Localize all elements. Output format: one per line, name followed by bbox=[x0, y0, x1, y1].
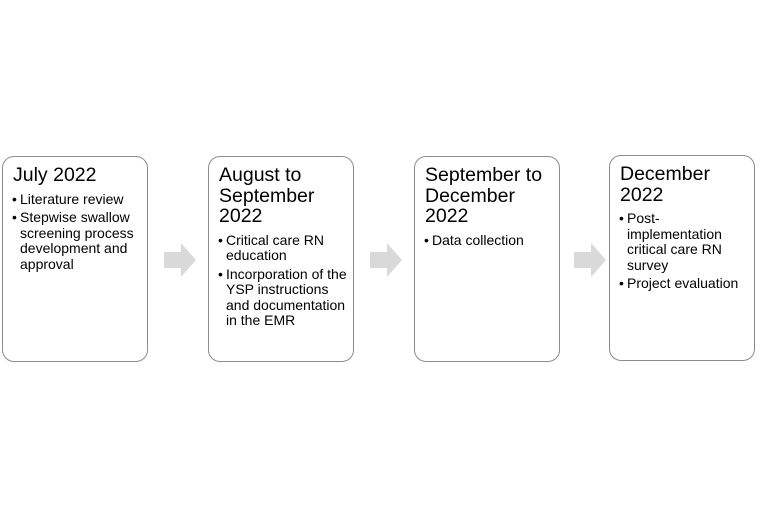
stage-1-item-2: Stepwise swallow screening process devel… bbox=[12, 209, 141, 272]
stage-list-1: Literature review Stepwise swallow scree… bbox=[12, 191, 141, 273]
right-arrow-icon bbox=[164, 243, 196, 277]
stage-2-item-1: Critical care RN education bbox=[218, 232, 347, 264]
stage-title-1: July 2022 bbox=[13, 164, 97, 186]
stage-3-item-1: Data collection bbox=[424, 232, 553, 249]
stage-box-3: September to December 2022 Data collecti… bbox=[414, 156, 560, 362]
stage-title-4: December 2022 bbox=[620, 163, 710, 206]
stage-list-4: Post-implementation critical care RN sur… bbox=[619, 210, 748, 292]
stage-4-item-1: Post-implementation critical care RN sur… bbox=[619, 210, 748, 273]
stage-1-item-1: Literature review bbox=[12, 191, 141, 208]
stage-2-item-2: Incorporation of the YSP instructions an… bbox=[218, 266, 347, 329]
stage-box-2: August to September 2022 Critical care R… bbox=[208, 156, 354, 362]
stage-4-item-2: Project evaluation bbox=[619, 275, 748, 292]
stage-title-3: September to December 2022 bbox=[425, 164, 543, 227]
stage-title-2: August to September 2022 bbox=[219, 164, 315, 227]
stage-box-1: July 2022 Literature review Stepwise swa… bbox=[2, 156, 148, 362]
stage-box-4: December 2022 Post-implementation critic… bbox=[609, 155, 755, 361]
stage-list-2: Critical care RN education Incorporation… bbox=[218, 232, 347, 329]
right-arrow-icon bbox=[574, 243, 606, 277]
right-arrow-icon bbox=[370, 243, 402, 277]
stage-list-3: Data collection bbox=[424, 232, 553, 249]
